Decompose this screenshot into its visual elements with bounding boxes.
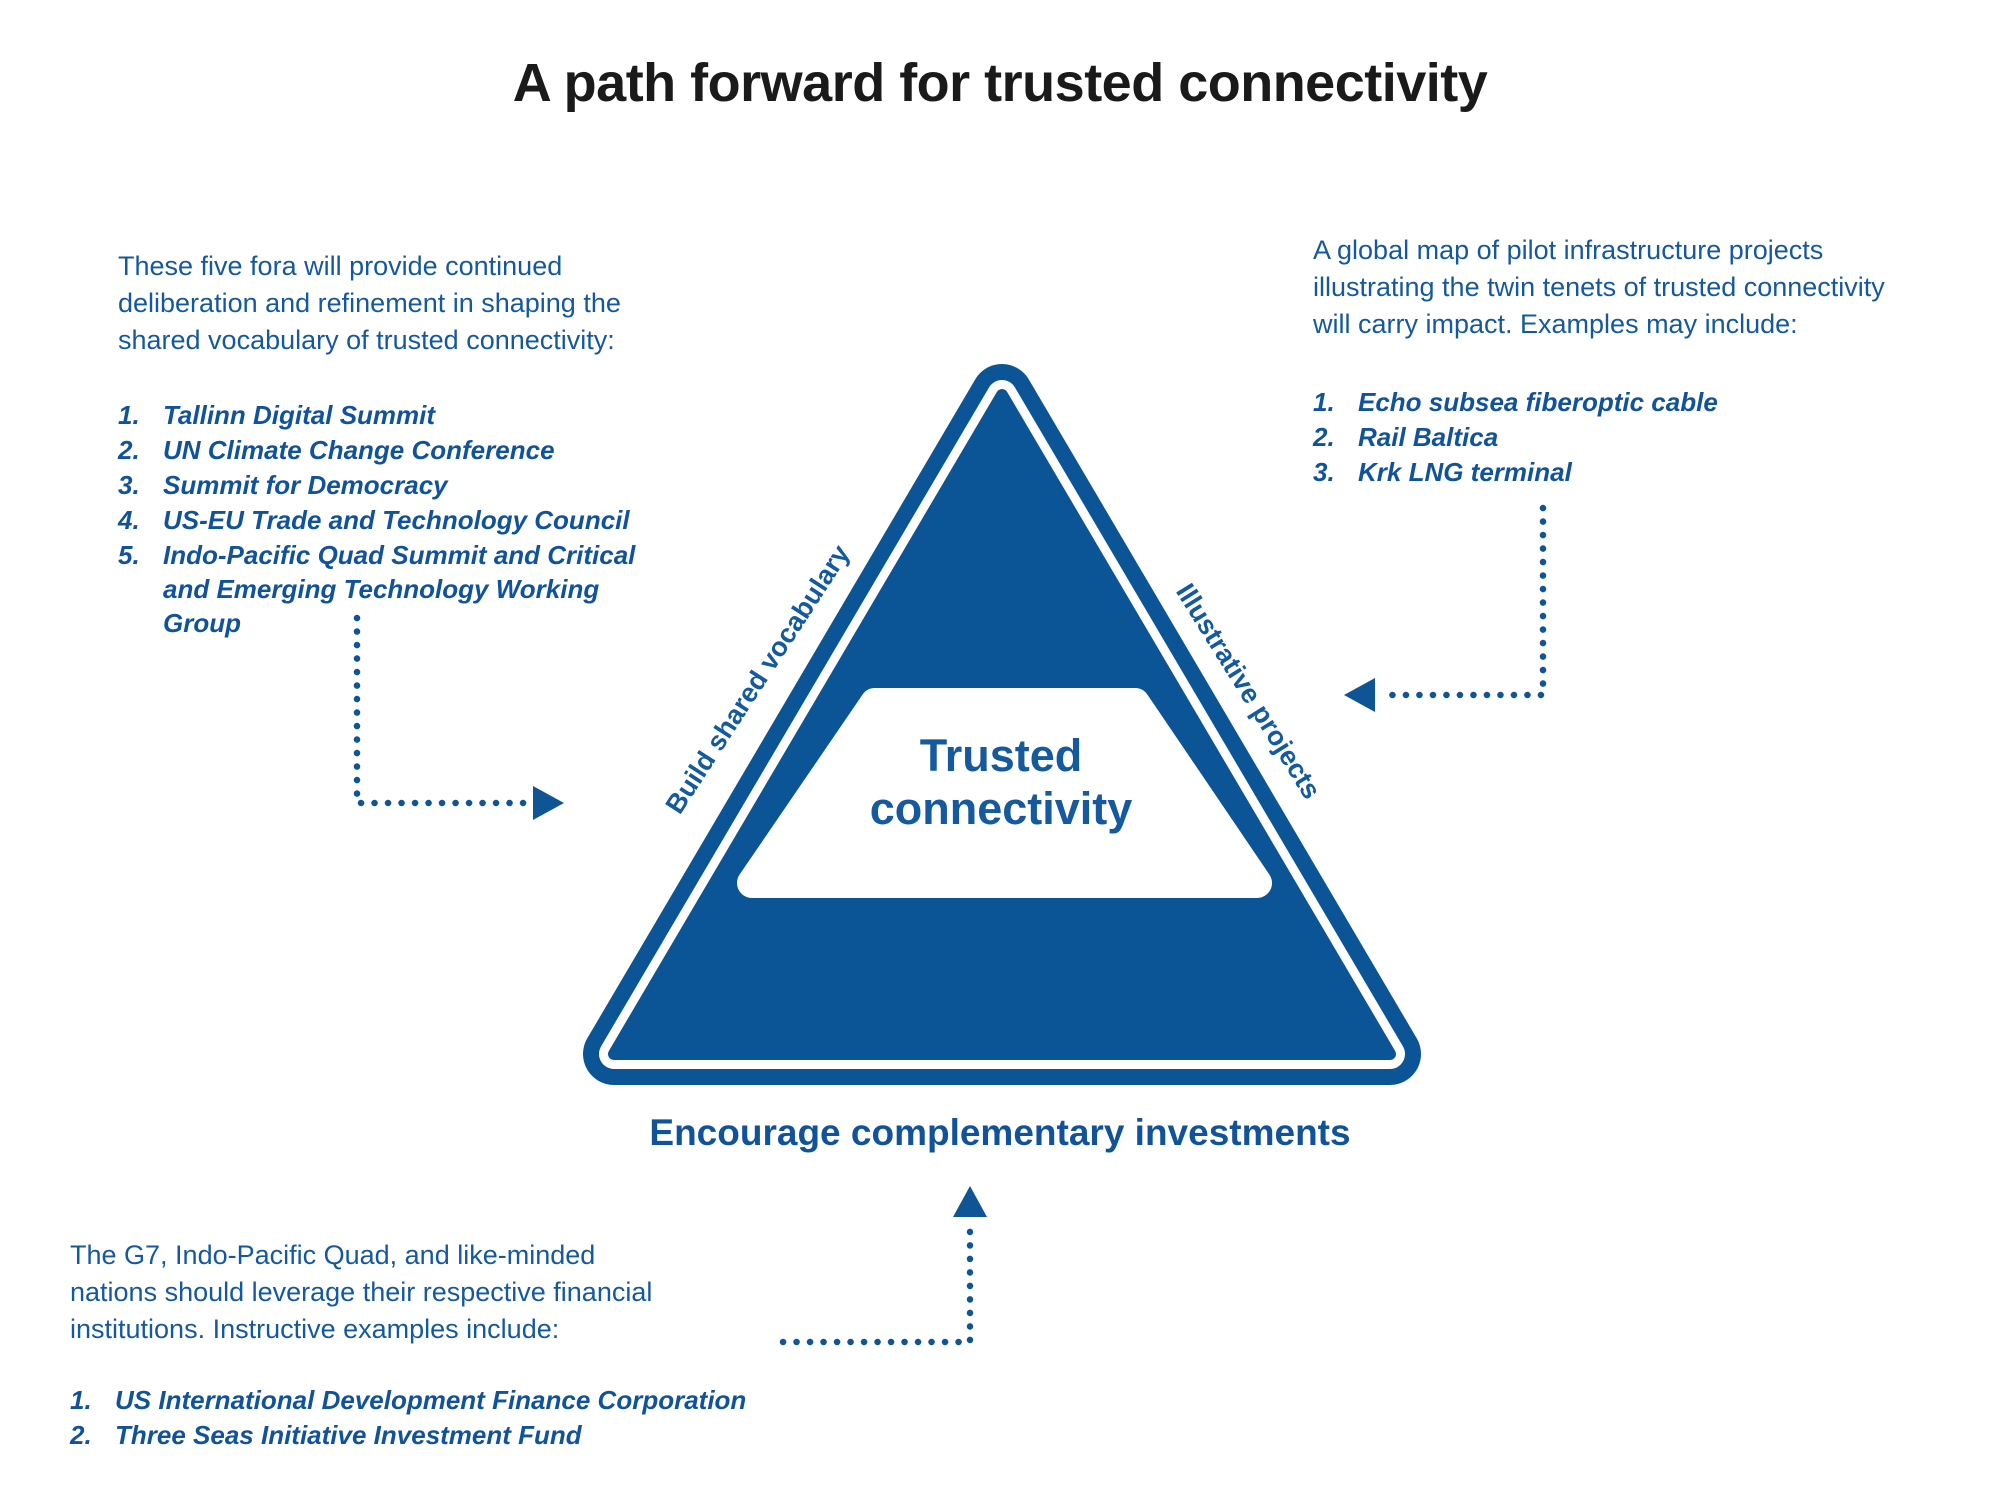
bottom-dotted-connector [779,1218,974,1346]
left-intro-paragraph: These five fora will provide continued d… [118,248,698,359]
right-dotted-connector [1376,504,1547,699]
list-item: UN Climate Change Conference [118,433,555,467]
left-intro-line: shared vocabulary of trusted connectivit… [118,325,615,355]
arrow-right-icon [533,786,564,820]
list-item: US-EU Trade and Technology Council [118,503,630,537]
list-item: Summit for Democracy [118,468,448,502]
center-label-line1: Trusted [919,730,1083,781]
bottom-intro-line: nations should leverage their respective… [70,1277,653,1307]
list-item: Indo-Pacific Quad Summit and Critical an… [118,538,636,638]
list-item: US International Development Finance Cor… [70,1383,747,1417]
list-item: Tallinn Digital Summit [118,398,436,432]
institutions-list: US International Development Finance Cor… [70,1383,770,1453]
bottom-intro-paragraph: The G7, Indo-Pacific Quad, and like-mind… [70,1237,710,1348]
bottom-intro-line: institutions. Instructive examples inclu… [70,1314,560,1344]
list-item: Krk LNG terminal [1313,455,1572,489]
right-intro-paragraph: A global map of pilot infrastructure pro… [1313,232,1993,343]
list-item: Echo subsea fiberoptic cable [1313,385,1718,419]
list-item: Rail Baltica [1313,420,1499,454]
bottom-intro-line: The G7, Indo-Pacific Quad, and like-mind… [70,1240,596,1270]
list-item: Three Seas Initiative Investment Fund [70,1418,582,1452]
center-label-line2: connectivity [869,783,1133,834]
center-trapezoid [737,688,1272,898]
right-intro-line: illustrating the twin tenets of trusted … [1313,272,1885,302]
right-intro-line: A global map of pilot infrastructure pro… [1313,235,1824,265]
left-dotted-connector [353,614,532,807]
triangle-center-label: Trusted connectivity [801,729,1201,835]
right-intro-line: will carry impact. Examples may include: [1313,309,1798,339]
left-intro-line: deliberation and refinement in shaping t… [118,288,621,318]
left-intro-line: These five fora will provide continued [118,251,563,281]
arrow-up-icon [953,1186,987,1217]
arrow-left-icon [1344,678,1375,712]
edge-label-encourage-investments: Encourage complementary investments [649,1112,1351,1153]
page-title: A path forward for trusted connectivity [512,53,1488,113]
